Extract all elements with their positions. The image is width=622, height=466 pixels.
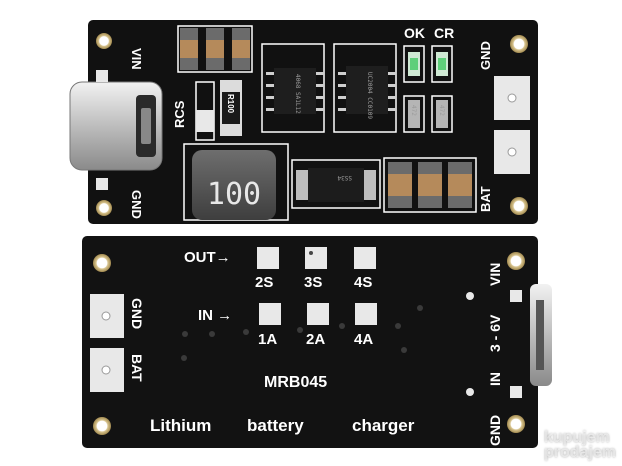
mount-hole-tl bbox=[96, 33, 112, 49]
out-pad-2s[interactable] bbox=[257, 247, 279, 269]
smd-cap-group-top bbox=[177, 25, 253, 73]
out-label: OUT→ bbox=[184, 249, 231, 266]
cell-label-4s: 4S bbox=[354, 274, 372, 291]
inductor-100: 100 bbox=[183, 143, 289, 221]
bottom-left-pads bbox=[90, 294, 124, 392]
current-label-1a: 1A bbox=[258, 331, 277, 348]
bottom-right-pad-2 bbox=[510, 386, 522, 398]
bottom-hole-tl bbox=[93, 254, 111, 272]
smd-caps-472: 472 472 bbox=[403, 95, 453, 133]
in-pad-4a[interactable] bbox=[355, 303, 377, 325]
bottom-hole-tr bbox=[507, 252, 525, 270]
bottom-pcb bbox=[82, 236, 538, 448]
diode-marking: SS34 bbox=[337, 174, 352, 181]
voltage-label: 3 - 6V bbox=[487, 314, 503, 352]
model-label: MRB045 bbox=[264, 374, 327, 391]
top-vin-label: VIN bbox=[129, 48, 144, 70]
bottom-usb-connector bbox=[530, 284, 552, 386]
in-label: IN → bbox=[198, 307, 232, 324]
ic-chip-1: 4068 SA1L12 bbox=[261, 43, 325, 133]
top-left-pad bbox=[96, 70, 108, 82]
top-gnd-left-label: GND bbox=[129, 190, 144, 219]
ic1-marking: 4068 SA1L12 bbox=[294, 74, 301, 114]
tagline-word-3: charger bbox=[352, 416, 415, 435]
watermark-line-2: prodajem bbox=[543, 444, 616, 461]
top-right-pads bbox=[494, 76, 530, 174]
tagline-word-2: battery bbox=[247, 416, 304, 435]
current-label-4a: 4A bbox=[354, 331, 373, 348]
ic2-marking: UC2004 CC0109 bbox=[366, 72, 373, 119]
bottom-board: GND BAT OUT→ 2S 3S 4S IN → 1A 2A 4A MRB0… bbox=[82, 236, 552, 448]
cap2-marking: 472 bbox=[438, 105, 445, 116]
tagline-word-1: Lithium bbox=[150, 416, 211, 435]
mount-hole-bl bbox=[96, 200, 112, 216]
ok-label: OK bbox=[404, 25, 425, 41]
bottom-gnd-label: GND bbox=[129, 298, 145, 329]
bottom-hole-br bbox=[507, 415, 525, 433]
bottom-in-label: IN bbox=[487, 372, 503, 386]
bottom-gnd-right-label: GND bbox=[487, 415, 503, 446]
in-pad-1a[interactable] bbox=[259, 303, 281, 325]
out-pad-3s-dot bbox=[309, 251, 313, 255]
usb-c-connector bbox=[69, 81, 163, 171]
vias bbox=[181, 292, 474, 396]
top-gnd-right-label: GND bbox=[478, 41, 493, 70]
diode-ss34: SS34 bbox=[291, 159, 381, 209]
cell-label-2s: 2S bbox=[255, 274, 273, 291]
bottom-right-pad-1 bbox=[510, 290, 522, 302]
bottom-bat-label: BAT bbox=[129, 354, 145, 382]
top-board: VIN GND RCS OK CR GND BAT R100 bbox=[69, 20, 538, 224]
bottom-vin-label: VIN bbox=[487, 263, 503, 286]
in-pad-2a[interactable] bbox=[307, 303, 329, 325]
mount-hole-br bbox=[510, 197, 528, 215]
rcs-label: RCS bbox=[172, 100, 187, 128]
ic-chip-2: UC2004 CC0109 bbox=[333, 43, 397, 133]
resistor-label: R100 bbox=[226, 94, 235, 114]
top-bat-label: BAT bbox=[478, 186, 493, 212]
current-label-2a: 2A bbox=[306, 331, 325, 348]
out-pad-4s[interactable] bbox=[354, 247, 376, 269]
bottom-hole-bl bbox=[93, 417, 111, 435]
status-leds bbox=[403, 45, 453, 83]
watermark: kupujem prodajem bbox=[543, 429, 616, 461]
smd-caps-bottom bbox=[383, 157, 477, 213]
inductor-label: 100 bbox=[207, 177, 261, 212]
mount-hole-tr bbox=[510, 35, 528, 53]
out-pad-3s[interactable] bbox=[305, 247, 327, 269]
top-small-pad bbox=[196, 110, 214, 132]
watermark-line-1: kupujem bbox=[543, 429, 610, 446]
cr-label: CR bbox=[434, 25, 454, 41]
cap1-marking: 472 bbox=[410, 105, 417, 116]
cell-label-3s: 3S bbox=[304, 274, 322, 291]
top-left-pad-2 bbox=[96, 178, 108, 190]
